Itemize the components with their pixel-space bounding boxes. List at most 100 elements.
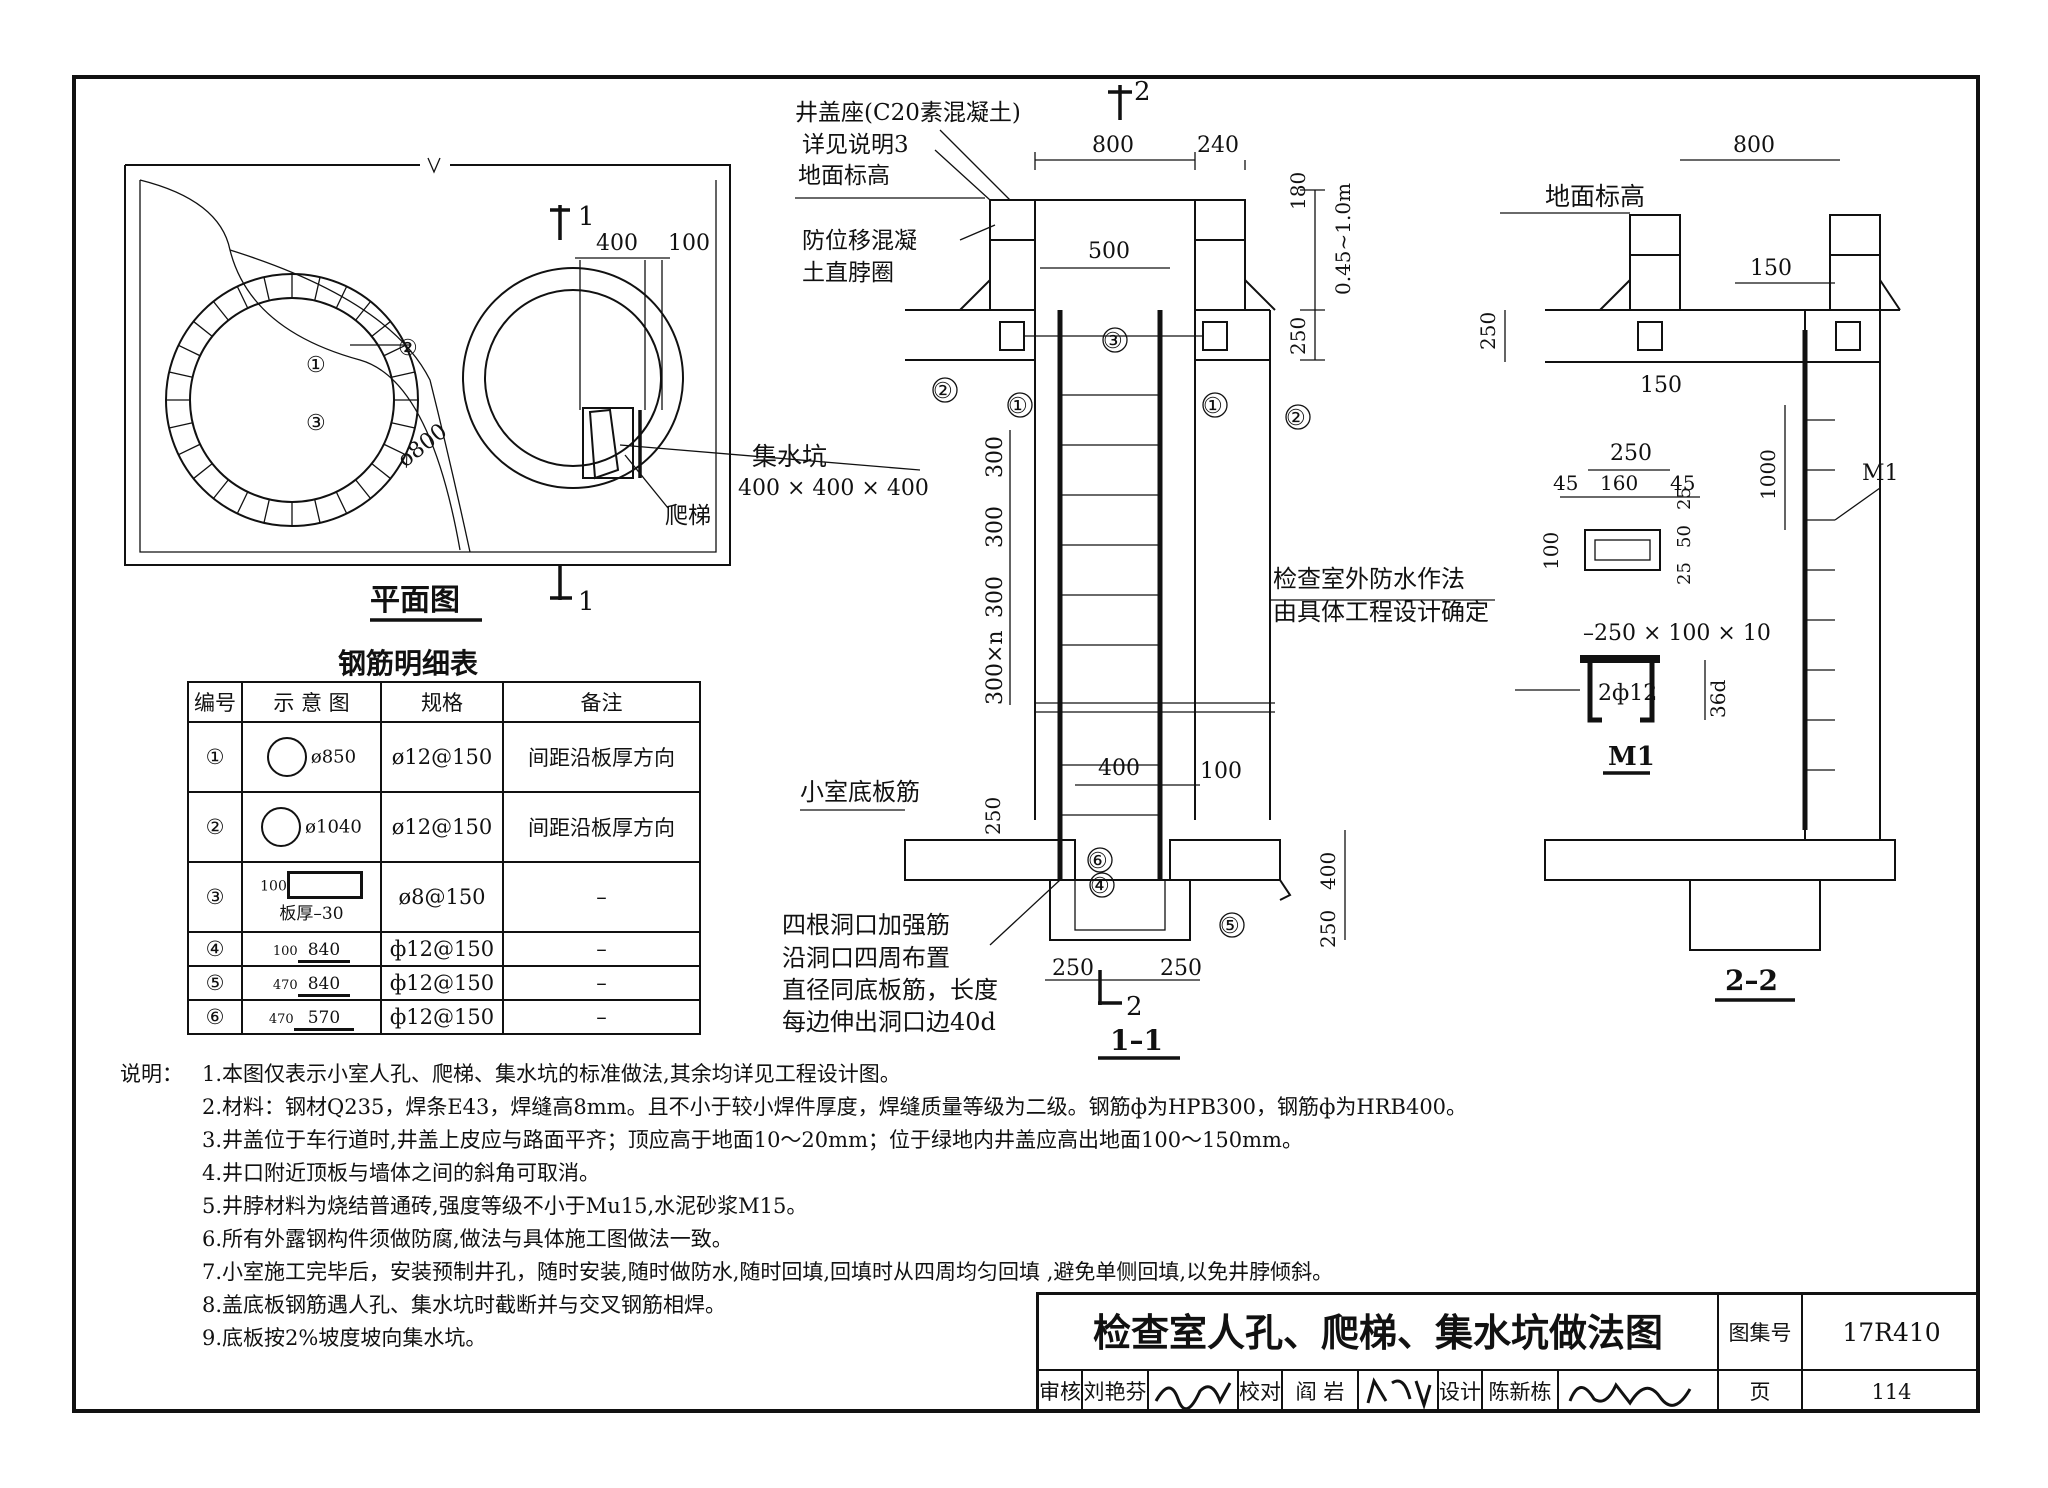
s1-rebar-box-right bbox=[1202, 321, 1228, 351]
s1-dim-800: 800 bbox=[1092, 133, 1134, 158]
s1-opening-note-4: 每边伸出洞口边40d bbox=[782, 1008, 996, 1036]
s2-m1-label: M1 bbox=[1862, 461, 1899, 486]
checker-name: 阎 岩 bbox=[1283, 1371, 1359, 1413]
plan-mark-1: ① bbox=[306, 353, 326, 378]
brick-joint bbox=[314, 277, 321, 301]
rebar-spec: ф12@150 bbox=[380, 999, 504, 1035]
m1-dim-50: 50 bbox=[1674, 525, 1695, 548]
s2-neck-left bbox=[1629, 214, 1681, 311]
brick-joint bbox=[169, 371, 193, 378]
reviewer-name: 刘艳芬 bbox=[1083, 1371, 1149, 1413]
note-item: 4.井口附近顶板与墙体之间的斜角可取消。 bbox=[202, 1161, 601, 1185]
rebar-no: ④ bbox=[187, 931, 243, 967]
s1-dim-500: 500 bbox=[1088, 239, 1130, 264]
s1-mark-2-left: ② bbox=[933, 379, 953, 404]
plan-view: 400 100 ø800 集水坑 400 × 400 × 400 爬梯 ② ① … bbox=[124, 157, 929, 622]
rebar-spec: ø12@150 bbox=[380, 791, 504, 863]
s1-opening-note-3: 直径同底板筋，长度 bbox=[782, 976, 998, 1004]
note-item: 7.小室施工完毕后，安装预制井孔，随时安装,随时做防水,随时回填,回填时从四周均… bbox=[202, 1260, 1334, 1284]
rebar-note: – bbox=[502, 965, 701, 1001]
m1-dim-36d: 36d bbox=[1706, 680, 1730, 718]
note-item: 2.材料：钢材Q235，焊条E43，焊缝高8mm。且不小于较小焊件厚度，焊缝质量… bbox=[202, 1095, 1468, 1119]
rebar-spec: ø8@150 bbox=[380, 861, 504, 933]
s1-opening-note-1: 四根洞口加强筋 bbox=[782, 911, 950, 939]
s1-neck-left-hatch bbox=[989, 199, 1036, 311]
s1-mark-5: ⑤ bbox=[1220, 914, 1240, 939]
s1-base-rebar-label: 小室底板筋 bbox=[800, 778, 920, 806]
check-label: 校对 bbox=[1239, 1371, 1283, 1413]
s1-section-2-top-label: 2 bbox=[1134, 77, 1151, 107]
brick-joint bbox=[355, 301, 372, 321]
s1-dim-400c: 400 bbox=[1316, 852, 1340, 890]
s2-neck-right bbox=[1829, 214, 1881, 311]
s2-dim-1000: 1000 bbox=[1756, 449, 1780, 500]
s2-dim-150: 150 bbox=[1750, 256, 1792, 281]
m1-title: M1 bbox=[1608, 742, 1655, 772]
rebar-shape-label: 840 bbox=[297, 940, 351, 963]
plan-ladder-shape bbox=[588, 408, 620, 480]
m1-dim-160: 160 bbox=[1600, 471, 1638, 495]
brick-joint bbox=[212, 301, 229, 321]
s1-collar-left bbox=[989, 199, 1036, 241]
s1-dim-300a: 300 bbox=[983, 436, 1008, 478]
s1-mark-4: ④ bbox=[1090, 874, 1110, 899]
rebar-note: – bbox=[502, 999, 701, 1035]
rebar-no: ① bbox=[187, 721, 243, 793]
s1-dim-300n: 300×n bbox=[983, 630, 1008, 705]
rebar-note: – bbox=[502, 931, 701, 967]
review-label: 审核 bbox=[1039, 1371, 1083, 1413]
note-item: 1.本图仅表示小室人孔、爬梯、集水坑的标准做法,其余均详见工程设计图。 bbox=[202, 1062, 901, 1086]
brick-joint bbox=[391, 422, 415, 429]
brick-joint bbox=[193, 463, 213, 480]
s1-neck-right-hatch bbox=[1194, 199, 1246, 311]
plan-section-1-bottom-label: 1 bbox=[578, 587, 595, 617]
s1-dim-250c: 250 bbox=[1316, 910, 1340, 948]
brick-joint bbox=[178, 443, 201, 456]
page-number: 114 bbox=[1871, 1380, 1912, 1404]
rebar-shape-label: 840 bbox=[297, 974, 351, 997]
s1-section-2-bottom bbox=[1098, 970, 1122, 1005]
brick-joint bbox=[169, 422, 193, 429]
note-item: 3.井盖位于车行道时,井盖上皮应与路面平齐；顶应高于地面10～20mm；位于绿地… bbox=[202, 1128, 1303, 1152]
s1-dim-range: 0.45~1.0m bbox=[1331, 183, 1355, 295]
plan-opening-outer bbox=[462, 267, 684, 489]
brick-joint bbox=[371, 320, 391, 337]
s1-sump-pit bbox=[1049, 879, 1191, 941]
plan-section-1-top-label: 1 bbox=[578, 202, 595, 232]
rebar-shape-side: 100 bbox=[272, 943, 298, 959]
design-label: 设计 bbox=[1439, 1371, 1483, 1413]
plan-brick-ring-outer bbox=[165, 273, 419, 527]
m1-dim-100: 100 bbox=[1539, 532, 1563, 570]
s1-anti-shift: 防位移混凝 bbox=[802, 228, 917, 254]
m1-dim-45b: 45 bbox=[1670, 471, 1695, 495]
brick-joint bbox=[371, 463, 391, 480]
s1-ladder-rungs bbox=[1060, 394, 1160, 816]
designer-signature bbox=[1559, 1371, 1719, 1413]
s1-mark-6: ⑥ bbox=[1088, 849, 1108, 874]
rebar-header-no: 编号 bbox=[187, 681, 243, 723]
title-block: 检查室人孔、爬梯、集水坑做法图 图集号 17R410 审核 刘艳芬 校对 阎 岩… bbox=[1036, 1292, 1980, 1413]
s1-see-note: 详见说明3 bbox=[802, 132, 909, 158]
rebar-shape: ø850 bbox=[241, 721, 382, 793]
brick-joint bbox=[355, 479, 372, 499]
m1-plate-section bbox=[1580, 655, 1660, 663]
brick-joint bbox=[383, 443, 406, 456]
brick-joint bbox=[236, 286, 249, 309]
rebar-row: ② ø1040 ø12@150 间距沿板厚方向 bbox=[187, 791, 701, 863]
rebar-spec: ф12@150 bbox=[380, 965, 504, 1001]
rebar-shape-side: 470 bbox=[272, 977, 298, 993]
section-1-1: 2 800 240 ③ bbox=[782, 77, 1495, 1060]
drawing-frame bbox=[72, 75, 1980, 1413]
s1-anti-shift-2: 土直脖圈 bbox=[802, 260, 894, 286]
rebar-row: ① ø850 ø12@150 间距沿板厚方向 bbox=[187, 721, 701, 793]
s1-waterproof-1: 检查室外防水作法 bbox=[1273, 565, 1465, 593]
s1-section-2-bottom-label: 2 bbox=[1126, 992, 1143, 1022]
s1-opening-note-2: 沿洞口四周布置 bbox=[782, 944, 950, 972]
m1-detail: 250 45 160 45 100 25 50 25 –250 × 100 × … bbox=[1515, 441, 1771, 775]
rebar-note: 间距沿板厚方向 bbox=[502, 791, 701, 863]
s1-mark-3: ③ bbox=[1103, 329, 1123, 354]
plan-dim-100: 100 bbox=[668, 231, 710, 256]
note-item: 5.井脖材料为烧结普通砖,强度等级不小于Mu15,水泥砂浆M15。 bbox=[202, 1194, 808, 1218]
s1-waterproof-2: 由具体工程设计确定 bbox=[1273, 598, 1489, 626]
